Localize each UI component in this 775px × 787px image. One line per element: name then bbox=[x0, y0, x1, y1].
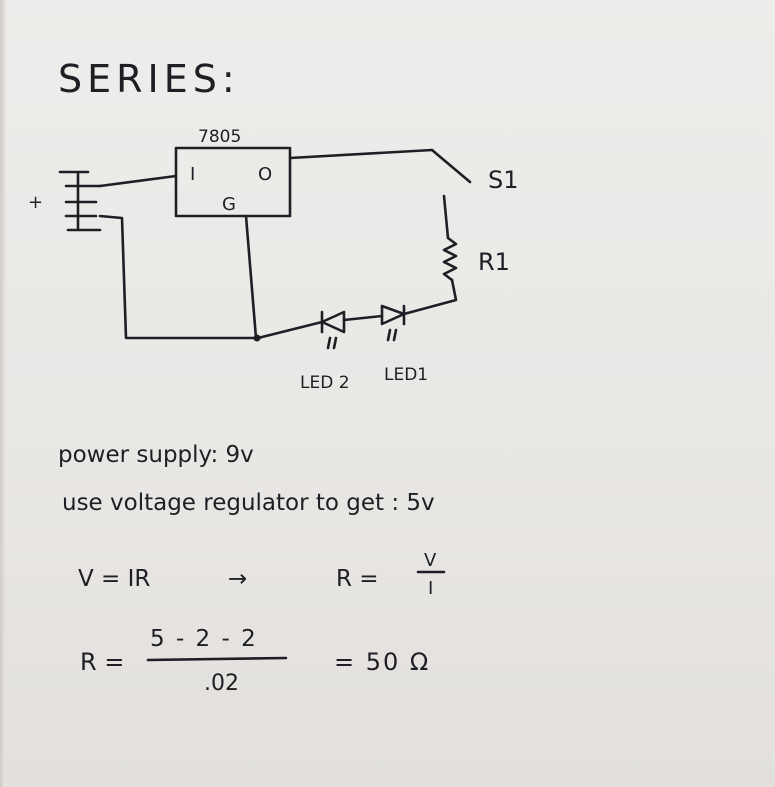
calc-lhs: R = bbox=[80, 648, 124, 676]
resistor-label: R1 bbox=[478, 248, 510, 276]
calc-denominator: .02 bbox=[204, 671, 239, 696]
resistor-r1 bbox=[442, 236, 458, 282]
wire-resistor-led bbox=[402, 278, 458, 316]
formula-rearranged-lhs: R = bbox=[336, 566, 379, 592]
plus-sign: + bbox=[28, 192, 43, 213]
regulator-pin-out: O bbox=[258, 164, 272, 185]
led1-symbol bbox=[380, 304, 406, 342]
wire-input bbox=[98, 174, 178, 188]
formula-rearranged-den: I bbox=[428, 578, 433, 599]
regulator-pin-ground: G bbox=[222, 194, 236, 215]
wire-output bbox=[288, 148, 434, 160]
switch-label: S1 bbox=[488, 166, 519, 194]
regulator-label: 7805 bbox=[198, 127, 241, 147]
led2-symbol bbox=[320, 310, 346, 350]
led1-label: LED1 bbox=[384, 365, 428, 385]
formula-arrow: → bbox=[228, 566, 247, 592]
formula-ohms-law: V = IR bbox=[78, 566, 150, 592]
formula-rearranged-num: V bbox=[424, 550, 437, 571]
led2-label: LED 2 bbox=[300, 373, 350, 393]
wire-between-leds bbox=[342, 314, 384, 322]
circuit-diagram: + 7805 I O G S1 R1 LED 2 bbox=[28, 127, 519, 393]
wire-switch-resistor bbox=[442, 194, 450, 240]
fraction-bar-large bbox=[146, 656, 288, 662]
regulator-7805 bbox=[174, 146, 292, 218]
wire-return bbox=[98, 214, 324, 340]
page-fold-shadow bbox=[0, 0, 6, 787]
regulator-pin-in: I bbox=[190, 164, 195, 185]
junction-dot bbox=[253, 334, 261, 342]
note-power-supply: power supply: 9v bbox=[58, 442, 254, 468]
page-title: SERIES: bbox=[58, 57, 240, 101]
calc-result: = 50 Ω bbox=[334, 648, 430, 676]
calculation-notes: power supply: 9v use voltage regulator t… bbox=[58, 442, 446, 696]
switch-s1 bbox=[430, 148, 472, 184]
note-regulator: use voltage regulator to get : 5v bbox=[62, 490, 435, 516]
battery-symbol bbox=[58, 170, 102, 232]
calc-numerator: 5 - 2 - 2 bbox=[150, 626, 258, 652]
wire-ground bbox=[244, 214, 258, 340]
